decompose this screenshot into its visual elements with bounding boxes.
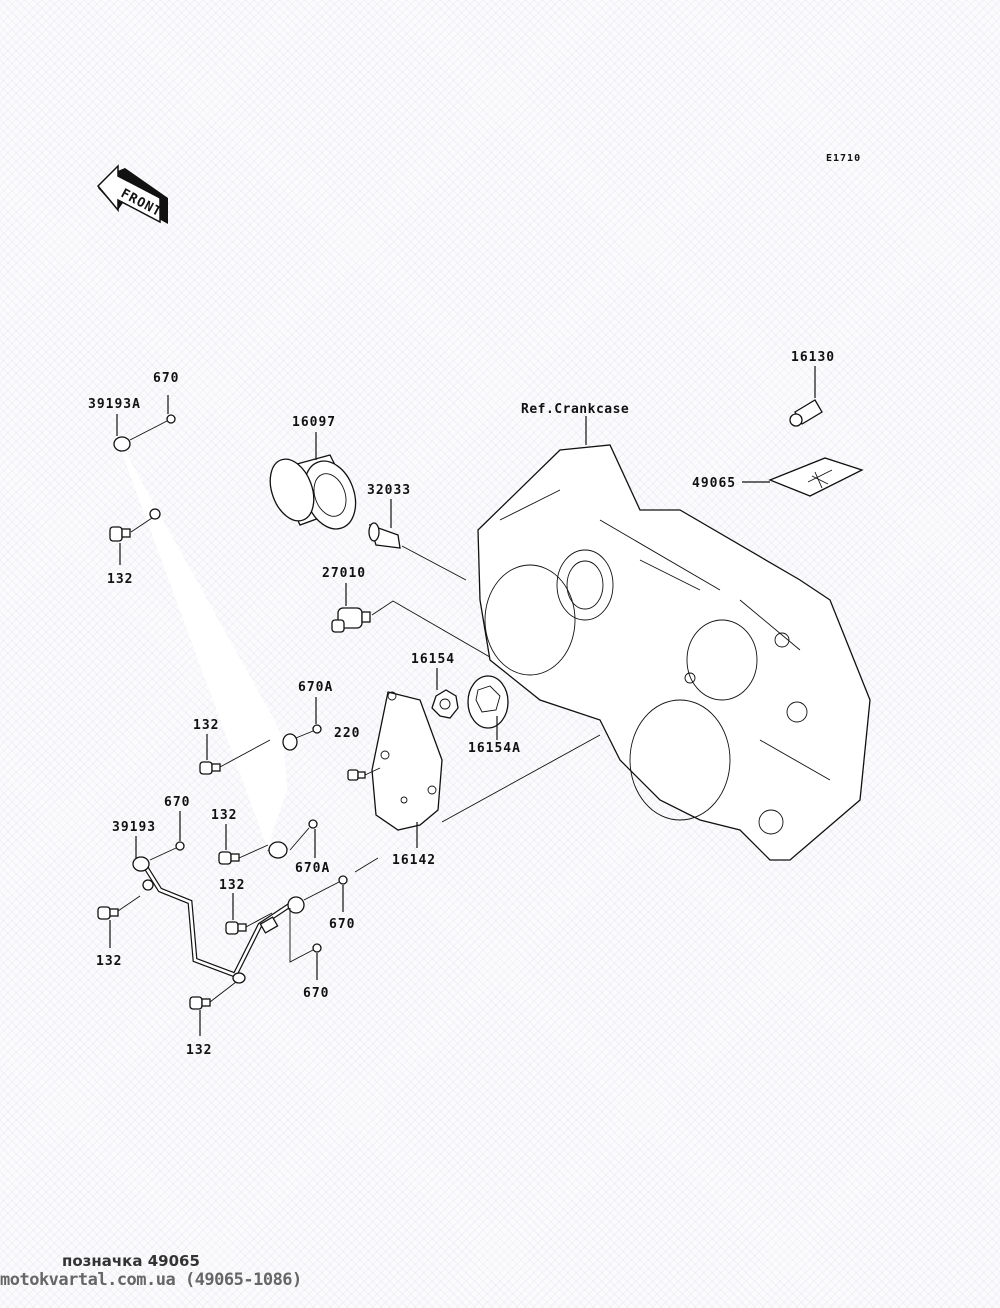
oil-pressure-switch-27010 bbox=[331, 607, 371, 633]
bolt-132 bbox=[189, 996, 211, 1010]
callout-39193: 39193 bbox=[112, 820, 156, 835]
callout-220: 220 bbox=[334, 726, 360, 741]
callout-27010: 27010 bbox=[322, 566, 366, 581]
inner-rotor-16154 bbox=[431, 689, 459, 719]
callout-670: 670 bbox=[164, 795, 190, 810]
plug-16130 bbox=[789, 399, 823, 427]
oil-pipe-39193A bbox=[113, 436, 298, 859]
bolt-220 bbox=[347, 769, 366, 781]
callout-670: 670 bbox=[303, 986, 329, 1001]
footer-watermark: motokvartal.com.ua (49065-1086) bbox=[0, 1270, 302, 1290]
o-ring-670A bbox=[308, 819, 318, 829]
o-ring-670A bbox=[312, 724, 322, 734]
oil-filter-16097 bbox=[269, 454, 357, 530]
callout-16130: 16130 bbox=[791, 350, 835, 365]
bolt-132 bbox=[97, 906, 119, 920]
oil-screen-49065 bbox=[768, 457, 864, 497]
callout-670A: 670A bbox=[295, 861, 330, 876]
callout-670A: 670A bbox=[298, 680, 333, 695]
callout-16154A: 16154A bbox=[468, 741, 521, 756]
callout-39193A: 39193A bbox=[88, 397, 141, 412]
callout-32033: 32033 bbox=[367, 483, 411, 498]
callout-16142: 16142 bbox=[392, 853, 436, 868]
washer-670 bbox=[175, 841, 185, 851]
crankcase-drawing bbox=[477, 444, 871, 861]
front-arrow-icon: FRONT bbox=[96, 164, 168, 224]
outer-rotor-16154A bbox=[467, 675, 509, 729]
pump-cover-16142 bbox=[371, 691, 443, 831]
bolt-132 bbox=[109, 526, 131, 542]
bolt-132 bbox=[199, 761, 221, 775]
callout-132: 132 bbox=[96, 954, 122, 969]
footer-caption: позначка 49065 bbox=[62, 1252, 200, 1270]
ref-crankcase-label: Ref.Crankcase bbox=[521, 402, 629, 417]
callout-16154: 16154 bbox=[411, 652, 455, 667]
callout-132: 132 bbox=[107, 572, 133, 587]
callout-132: 132 bbox=[193, 718, 219, 733]
diagram-code: E1710 bbox=[826, 153, 861, 164]
callout-132: 132 bbox=[219, 878, 245, 893]
washer-670 bbox=[338, 875, 348, 885]
washer-670 bbox=[166, 414, 176, 424]
fitting-32033 bbox=[368, 522, 401, 549]
washer-670 bbox=[312, 943, 322, 953]
callout-670: 670 bbox=[153, 371, 179, 386]
bolt-132 bbox=[218, 851, 240, 865]
callout-49065: 49065 bbox=[692, 476, 736, 491]
callout-16097: 16097 bbox=[292, 415, 336, 430]
callout-132: 132 bbox=[211, 808, 237, 823]
callout-132: 132 bbox=[186, 1043, 212, 1058]
oil-pipe-39193 bbox=[132, 856, 305, 984]
bolt-132 bbox=[225, 921, 247, 935]
callout-670: 670 bbox=[329, 917, 355, 932]
